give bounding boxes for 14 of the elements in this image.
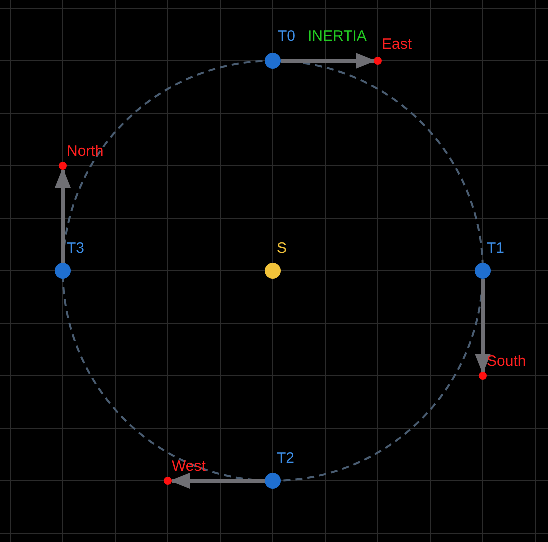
point-label: North [67, 143, 104, 160]
arrow [475, 279, 491, 374]
point-label: T0 [278, 28, 296, 45]
arrow [281, 53, 376, 69]
point-label: East [382, 36, 412, 53]
point-label: South [487, 353, 526, 370]
point-label: T2 [277, 450, 295, 467]
point-label: T3 [67, 240, 85, 257]
point-label: S [277, 240, 288, 257]
arrow [170, 473, 265, 489]
point-label: T1 [487, 240, 505, 257]
annotation-label: INERTIA [308, 28, 367, 45]
arrow [55, 168, 71, 263]
point-label: West [172, 458, 206, 475]
